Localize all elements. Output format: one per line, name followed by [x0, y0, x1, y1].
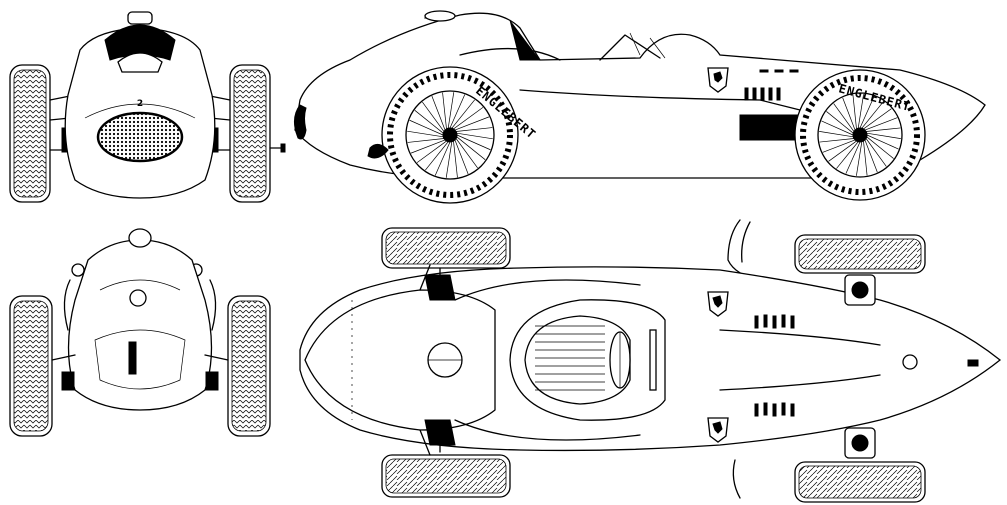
top-view-front-right-tire: [381, 454, 511, 498]
wheel-spoke: [454, 139, 469, 175]
wheel-spoke: [836, 141, 859, 169]
wheel-spoke: [456, 132, 493, 140]
louvre-slot: [781, 402, 786, 416]
wheel-spoke: [845, 141, 861, 174]
louvre-slot: [781, 314, 786, 328]
wheel-spoke: [425, 141, 449, 171]
louvre-slot: [790, 315, 795, 329]
wheel-spoke: [407, 138, 444, 143]
louvre-slot: [763, 402, 768, 416]
top-view-louvres: [754, 314, 795, 417]
louvre-slot: [754, 403, 759, 417]
wheel-spoke: [822, 139, 856, 153]
wheel-spoke: [856, 141, 863, 176]
side-view-louvres: [744, 69, 799, 101]
wheel-spoke: [863, 108, 892, 130]
prancing-horse-icon: [707, 291, 729, 317]
top-view-front-left-tire: [381, 227, 511, 269]
wheel-spoke: [866, 134, 899, 150]
wheel-spoke: [409, 119, 444, 136]
front-view-race-number: 2: [137, 99, 143, 109]
wheel-spoke: [456, 134, 491, 151]
wheel-spoke: [861, 101, 884, 129]
wheel-spoke: [842, 97, 856, 131]
wheel-spoke: [451, 99, 475, 129]
wheel-spoke: [453, 107, 484, 130]
front-view-right-tire: [229, 64, 271, 203]
rear-view-right-tire: [227, 295, 271, 437]
wheel-spoke: [449, 94, 466, 129]
wheel-spoke: [431, 95, 446, 131]
wheel-spoke: [864, 117, 898, 131]
wheel-spoke: [821, 120, 854, 136]
wheel-spoke: [866, 136, 894, 159]
wheel-spoke: [866, 132, 901, 139]
louvre-slot: [772, 403, 777, 417]
top-view-rear-right-tire: [794, 461, 926, 503]
top-view: [299, 219, 1002, 503]
wheel-spoke: [453, 141, 458, 178]
rear-view-race-number: 1: [150, 369, 151, 371]
wheel-spoke: [407, 130, 444, 138]
wheel-spoke: [445, 141, 453, 178]
wheel-spoke: [866, 127, 901, 132]
wheel-spoke: [819, 138, 854, 143]
top-view-rear-left-tire: [794, 234, 926, 274]
rear-view-left-tire: [9, 295, 53, 437]
louvre-slot: [763, 314, 768, 328]
front-view: 2: [9, 11, 286, 203]
wheel-spoke: [455, 138, 478, 169]
wheel-spoke: [857, 94, 864, 129]
louvre-slot: [754, 315, 759, 329]
wheel-spoke: [434, 141, 451, 176]
wheel-spoke: [865, 138, 887, 167]
wheel-spoke: [416, 140, 447, 163]
wheel-spoke: [826, 111, 854, 134]
wheel-spoke: [442, 92, 447, 129]
wheel-spoke: [864, 139, 878, 173]
top-view-rear-suspension: [844, 274, 876, 459]
prancing-horse-icon: [707, 417, 729, 443]
wheel-spoke: [456, 136, 486, 160]
prancing-horse-icon: [707, 67, 729, 93]
wheel-spoke: [859, 96, 875, 129]
wheel-spoke: [422, 101, 445, 132]
wheel-spoke: [456, 127, 493, 132]
louvre-slot: [772, 315, 777, 329]
wheel-spoke: [819, 131, 854, 138]
louvre-slot: [790, 403, 795, 417]
wheel-spoke: [454, 116, 490, 131]
wheel-spoke: [447, 92, 455, 129]
side-view: ENGLEBERT ENGLEBERT: [294, 10, 986, 204]
wheel-spoke: [828, 140, 857, 162]
wheel-spoke: [863, 141, 868, 176]
wheel-spoke: [410, 139, 446, 154]
wheel-spoke: [414, 110, 444, 134]
rear-view: 1: [9, 228, 271, 437]
side-view-rear-wheel: ENGLEBERT: [794, 69, 926, 201]
wheel-spoke: [833, 103, 855, 132]
front-view-left-tire: [9, 64, 51, 203]
wheel-spoke: [852, 94, 857, 129]
